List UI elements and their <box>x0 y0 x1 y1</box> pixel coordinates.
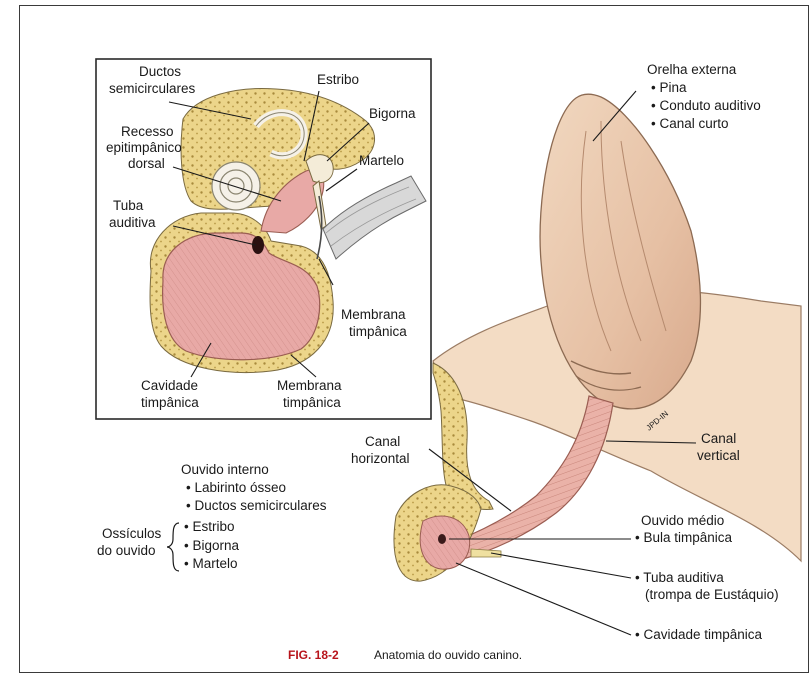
inner-ear-labels: Ouvido interno • Labirinto ósseo • Ducto… <box>97 462 327 571</box>
label-tuba-auditiva: • Tuba auditiva <box>635 570 724 585</box>
figure-caption: FIG. 18-2 Anatomia do ouvido canino. <box>288 648 522 662</box>
label-ossicle-bigorna: • Bigorna <box>184 538 240 553</box>
label-membrana-bottom-2: timpânica <box>283 395 341 410</box>
label-ossiculos-2: do ouvido <box>97 543 156 558</box>
label-membrana-right-1: Membrana <box>341 307 406 322</box>
label-ossicle-estribo: • Estribo <box>184 519 235 534</box>
label-martelo: Martelo <box>359 153 404 168</box>
label-membrana-right-2: timpânica <box>349 324 407 339</box>
label-estribo: Estribo <box>317 72 359 87</box>
ossicles-brace <box>167 523 179 571</box>
label-recesso-1: Recesso <box>121 124 174 139</box>
ear-anatomy-diagram: JPD-IN <box>20 6 809 673</box>
label-cavidade-1: Cavidade <box>141 378 198 393</box>
label-canal-vertical-1: Canal <box>701 431 736 446</box>
label-cavidade-2: timpânica <box>141 395 199 410</box>
label-orelha-externa: Orelha externa <box>647 62 737 77</box>
figure-frame: JPD-IN <box>19 5 809 673</box>
label-tuba-1: Tuba <box>113 198 144 213</box>
label-ouvido-interno: Ouvido interno <box>181 462 269 477</box>
label-ductos-1: Ductos <box>139 64 181 79</box>
label-trompa: (trompa de Eustáquio) <box>645 587 779 602</box>
middle-ear-labels: Ouvido médio • Bula timpânica • Tuba aud… <box>635 513 779 642</box>
label-canal-vertical-2: vertical <box>697 448 740 463</box>
label-pina: • Pina <box>651 80 687 95</box>
caption-text: Anatomia do ouvido canino. <box>374 648 522 662</box>
label-ductos-2: semicirculares <box>109 81 196 96</box>
label-ouvido-medio: Ouvido médio <box>641 513 724 528</box>
label-labirinto: • Labirinto ósseo <box>186 480 286 495</box>
label-canal-horizontal-2: horizontal <box>351 451 410 466</box>
label-bigorna: Bigorna <box>369 106 416 121</box>
label-ductos-semicirculares: • Ductos semicirculares <box>186 498 327 513</box>
label-cavidade-timpanica: • Cavidade timpânica <box>635 627 763 642</box>
label-recesso-3: dorsal <box>128 156 165 171</box>
label-conduto-auditivo: • Conduto auditivo <box>651 98 761 113</box>
label-ossiculos-1: Ossículos <box>102 526 162 541</box>
label-canal-horizontal-1: Canal <box>365 434 400 449</box>
caption-fig-number: FIG. 18-2 <box>288 648 339 662</box>
label-bula: • Bula timpânica <box>635 530 733 545</box>
label-recesso-2: epitimpânico <box>106 140 182 155</box>
label-tuba-2: auditiva <box>109 215 156 230</box>
label-ossicle-martelo: • Martelo <box>184 556 238 571</box>
label-canal-curto: • Canal curto <box>651 116 729 131</box>
label-membrana-bottom-1: Membrana <box>277 378 342 393</box>
